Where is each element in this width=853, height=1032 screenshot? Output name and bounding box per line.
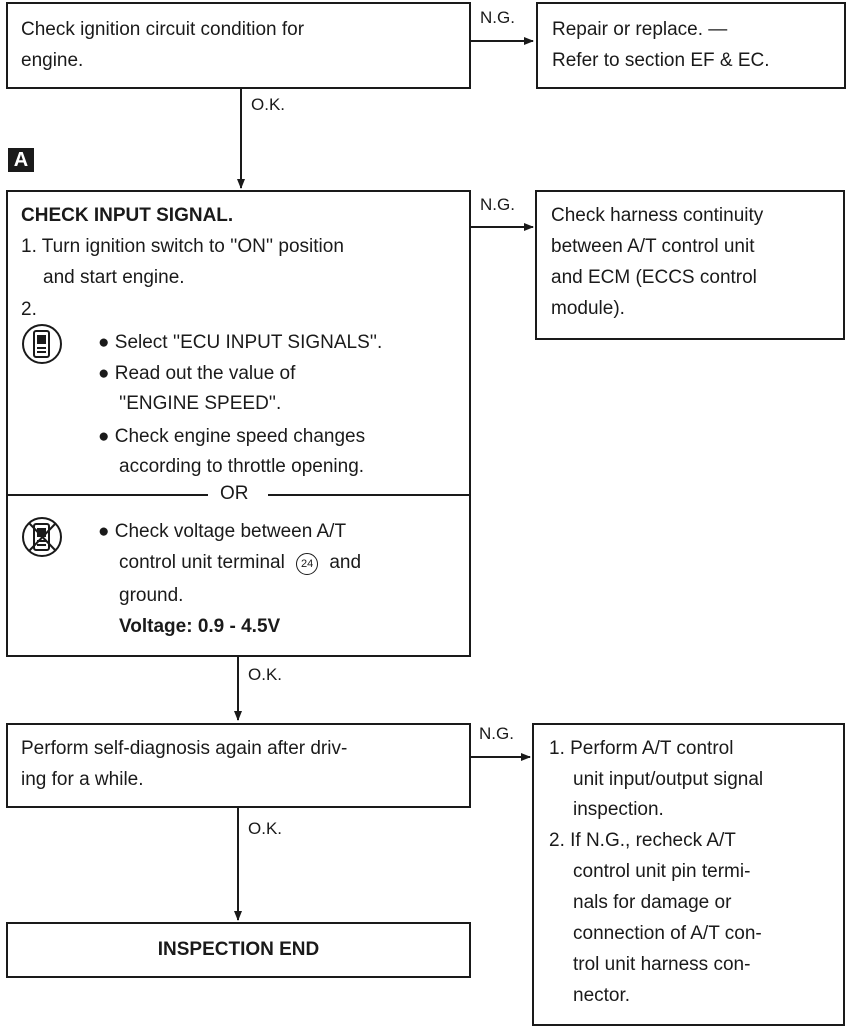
- bullet-text: Read out the value of: [114, 363, 296, 384]
- check-input-signal-box: CHECK INPUT SIGNAL. 1. Turn ignition swi…: [6, 190, 471, 657]
- box-text-line: Check harness continuity: [551, 205, 764, 226]
- bullet-item: ● Check engine speed changes: [98, 426, 366, 447]
- bullet-item: ● Read out the value of: [98, 363, 296, 384]
- terminal-number-circle: 24: [296, 553, 319, 575]
- or-label: OR: [220, 483, 249, 504]
- ng-label: N.G.: [480, 195, 515, 215]
- bullet-text-cont: ''ENGINE SPEED''.: [119, 393, 282, 414]
- self-diagnosis-box: Perform self-diagnosis again after driv-…: [6, 723, 471, 808]
- bullet-text-cont: control unit terminal 24 and: [119, 551, 361, 575]
- box-text-line: and ECM (ECCS control: [551, 267, 757, 288]
- harness-continuity-box: Check harness continuity between A/T con…: [535, 190, 845, 340]
- signal-inspection-box: 1. Perform A/T control unit input/output…: [532, 723, 845, 1026]
- terminal-text: control unit terminal: [119, 552, 285, 573]
- step-number: 2.: [21, 299, 37, 320]
- box-text-line: ing for a while.: [21, 769, 144, 790]
- section-marker: A: [8, 148, 34, 172]
- bullet-item: ● Check voltage between A/T: [98, 521, 347, 542]
- bullet-text-cont: ground.: [119, 585, 184, 606]
- box-title: CHECK INPUT SIGNAL.: [21, 205, 234, 226]
- box-text-line: nals for damage or: [573, 892, 732, 913]
- bullet-text-cont: according to throttle opening.: [119, 456, 365, 477]
- box-text-line: nector.: [573, 985, 631, 1006]
- box-text-line: Refer to section EF & EC.: [552, 50, 770, 71]
- box-text-line: control unit pin termi-: [573, 861, 751, 882]
- inspection-end-box: INSPECTION END: [6, 922, 471, 978]
- ignition-check-box: Check ignition circuit condition for eng…: [6, 2, 471, 89]
- box-text-line: 2. If N.G., recheck A/T: [549, 830, 736, 851]
- box-text-line: Repair or replace. —: [552, 19, 728, 40]
- or-divider-left: [8, 494, 208, 496]
- box-text-line: between A/T control unit: [551, 236, 755, 257]
- ng-label: N.G.: [479, 724, 514, 744]
- ok-label: O.K.: [248, 819, 283, 839]
- step-text: and start engine.: [43, 267, 185, 288]
- box-text-line: inspection.: [573, 799, 664, 820]
- bullet-item: ● Select ''ECU INPUT SIGNALS''.: [98, 332, 383, 353]
- terminal-text-and: and: [329, 552, 362, 573]
- box-text-line: engine.: [21, 50, 84, 71]
- bullet-text: Check voltage between A/T: [114, 521, 347, 542]
- ng-label: N.G.: [480, 8, 515, 28]
- ok-label: O.K.: [251, 95, 286, 115]
- ok-label: O.K.: [248, 665, 283, 685]
- voltage-spec: Voltage: 0.9 - 4.5V: [119, 616, 281, 637]
- terminal-number: 24: [300, 558, 314, 570]
- box-text-line: unit input/output signal: [573, 769, 764, 790]
- box-text-line: Perform self-diagnosis again after driv-: [21, 738, 348, 759]
- step-text: 1. Turn ignition switch to ''ON'' positi…: [21, 236, 344, 257]
- end-label: INSPECTION END: [157, 939, 320, 960]
- repair-box: Repair or replace. — Refer to section EF…: [536, 2, 846, 89]
- no-consult-tester-icon: [22, 517, 62, 557]
- box-text-line: 1. Perform A/T control: [549, 738, 734, 759]
- or-divider-right: [268, 494, 469, 496]
- box-text-line: connection of A/T con-: [573, 923, 762, 944]
- bullet-text: Select ''ECU INPUT SIGNALS''.: [114, 332, 383, 353]
- section-marker-letter: A: [13, 149, 29, 171]
- box-text-line: Check ignition circuit condition for: [21, 19, 305, 40]
- consult-tester-icon: [22, 324, 62, 364]
- box-text-line: trol unit harness con-: [573, 954, 751, 975]
- box-text-line: module).: [551, 298, 625, 319]
- bullet-text: Check engine speed changes: [114, 426, 366, 447]
